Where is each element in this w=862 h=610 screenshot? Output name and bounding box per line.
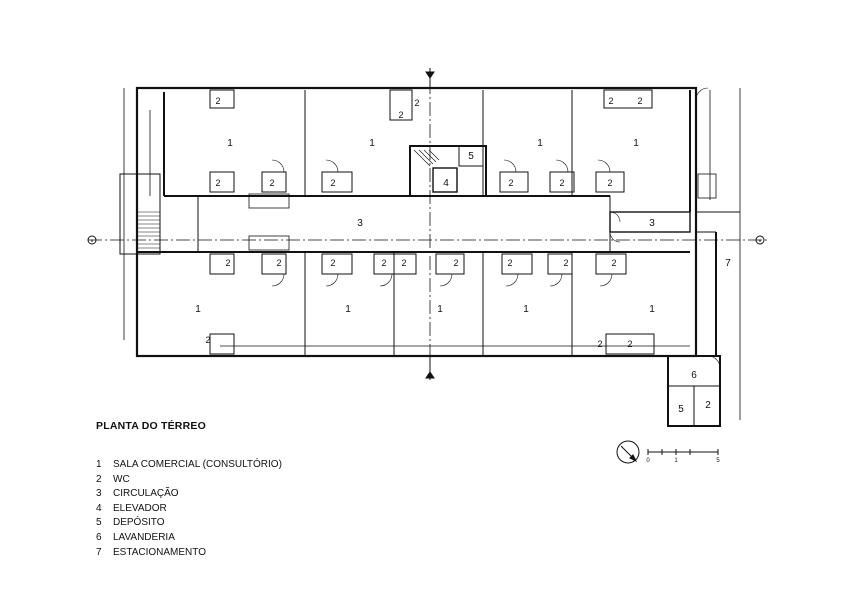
legend-label: SALA COMERCIAL (CONSULTÓRIO) (113, 459, 282, 470)
scale-label-0: 0 (646, 458, 650, 464)
wc-label: 2 (559, 178, 564, 188)
wc-label: 2 (611, 258, 616, 268)
room-1-g: 1 (437, 304, 443, 315)
legend-num: 3 (96, 488, 102, 500)
section-marker-right (755, 235, 765, 245)
wc-label: 2 (215, 96, 220, 106)
annex-wc-label: 2 (705, 400, 711, 411)
room-1-i: 1 (649, 304, 655, 315)
room-1-e: 1 (195, 304, 201, 315)
wc-label: 2 (330, 178, 335, 188)
wc-label: 2 (507, 258, 512, 268)
wc-label: 2 (401, 258, 406, 268)
legend-item: 3 CIRCULAÇÃO (96, 487, 282, 502)
corridor-outline (197, 195, 611, 253)
legend-num: 4 (96, 502, 102, 514)
wc-label: 2 (453, 258, 458, 268)
room-1-c: 1 (537, 138, 543, 149)
scale-label-5: 5 (716, 458, 720, 464)
legend-item: 1 SALA COMERCIAL (CONSULTÓRIO) (96, 458, 282, 473)
legend-num: 6 (96, 531, 102, 543)
wc-label: 2 (330, 258, 335, 268)
right-stair (697, 173, 717, 199)
lavanderia-label: 6 (691, 370, 697, 381)
legend-label: ELEVADOR (113, 502, 167, 514)
elevator-label: 4 (443, 178, 449, 189)
circulation-label: 3 (357, 218, 363, 229)
wc-label: 2 (627, 339, 632, 349)
door-swings (271, 87, 721, 369)
legend: 1 SALA COMERCIAL (CONSULTÓRIO) 2 WC 3 CIRCU… (96, 458, 282, 560)
legend-item: 4 ELEVADOR (96, 502, 282, 517)
wc-label: 2 (637, 96, 642, 106)
section-marker-label: B (91, 238, 94, 243)
room-1-a: 1 (227, 138, 233, 149)
legend-item: 5 DEPÓSITO (96, 516, 282, 531)
corridor-bench-top (248, 193, 290, 209)
elevator-shaft (432, 167, 458, 193)
wc-label: 2 (508, 178, 513, 188)
section-marker-label: B (759, 238, 762, 243)
deposito-label: 5 (468, 151, 474, 162)
wc-label: 2 (225, 258, 230, 268)
room-1-d: 1 (633, 138, 639, 149)
wc-label: 2 (215, 178, 220, 188)
legend-num: 2 (96, 473, 102, 485)
annex-deposito-label: 5 (678, 404, 684, 415)
legend-item: 2 WC (96, 473, 282, 488)
north-arrow-icon (616, 440, 640, 464)
wc-units-bottom (209, 253, 655, 355)
wc-label: 2 (276, 258, 281, 268)
legend-label: LAVANDERIA (113, 531, 175, 543)
wc-units-top (209, 89, 653, 193)
section-marker-left (87, 235, 97, 245)
legend-item: 6 LAVANDERIA (96, 531, 282, 546)
stair-treads (138, 211, 160, 253)
deposito-room (458, 145, 484, 167)
wc-label: 2 (607, 178, 612, 188)
wc-label: 2 (205, 335, 210, 345)
scale-bar (647, 449, 719, 455)
wc-label: 2 (563, 258, 568, 268)
room-1-f: 1 (345, 304, 351, 315)
legend-item: 7 ESTACIONAMENTO (96, 546, 282, 561)
section-marker-bottom (425, 356, 435, 380)
legend-label: DEPÓSITO (113, 517, 165, 529)
circulation-annex (609, 211, 691, 233)
stair-block (119, 173, 161, 255)
scale-label-1: 1 (674, 458, 678, 464)
legend-num: 1 (96, 459, 102, 470)
section-marker-top (425, 68, 435, 88)
wc-label: 2 (414, 98, 419, 108)
building-outline (135, 86, 698, 358)
wc-label: 2 (269, 178, 274, 188)
legend-num: 7 (96, 546, 102, 558)
core-stair-treads (413, 149, 440, 167)
room-1-b: 1 (369, 138, 375, 149)
core-outline (409, 145, 487, 197)
wc-label: 2 (608, 96, 613, 106)
legend-label: CIRCULAÇÃO (113, 488, 179, 500)
circulation-annex-label: 3 (649, 218, 655, 229)
legend-label: WC (113, 473, 130, 485)
room-1-h: 1 (523, 304, 529, 315)
plan-title: PLANTA DO TÉRREO (96, 420, 206, 432)
corridor-bench-bottom (248, 235, 290, 251)
legend-num: 5 (96, 517, 102, 529)
legend-label: ESTACIONAMENTO (113, 546, 206, 558)
wc-label: 2 (381, 258, 386, 268)
wc-label: 2 (398, 110, 403, 120)
parking-label: 7 (725, 258, 731, 269)
wc-label: 2 (597, 339, 602, 349)
